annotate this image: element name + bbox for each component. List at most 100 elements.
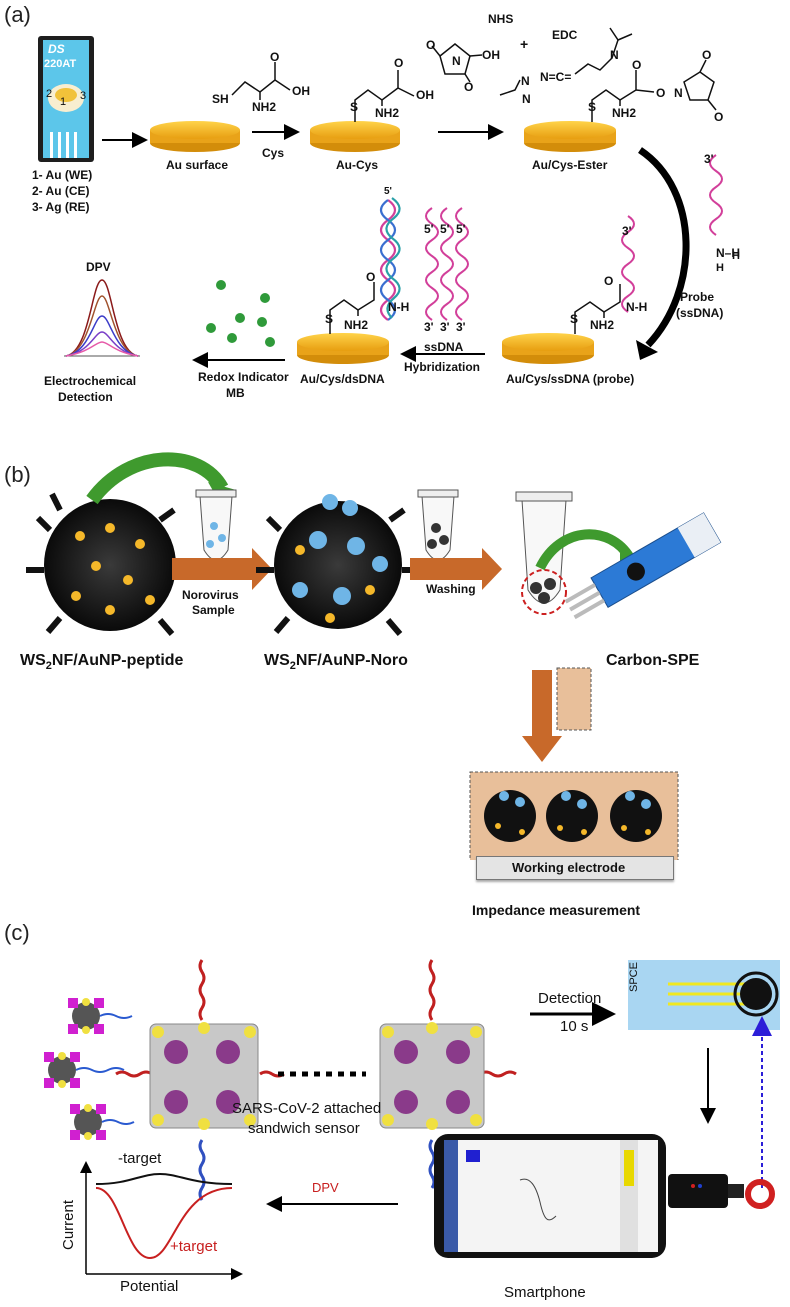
chem-edc-n3: N (610, 48, 619, 62)
ssdna-5prime-1: 5' (424, 222, 434, 236)
ssdna-strand-2 (440, 207, 454, 321)
chem-nh2-probe: NH2 (590, 318, 615, 332)
chem-o-ester-3: O (702, 48, 712, 62)
ws2-peptide-label: WS2NF/AuNP-peptide (20, 652, 184, 673)
antibody-probes (44, 998, 135, 1140)
ssdna-5prime-2: 5' (440, 222, 450, 236)
probe-strand-free (709, 154, 723, 236)
green-arrow-b1 (86, 452, 229, 505)
chem-o-ester-2: O (656, 86, 666, 100)
working-electrode-bar (476, 856, 674, 880)
chip-electrode-2: 2 (46, 88, 53, 100)
edc-label: EDC (552, 28, 578, 42)
chip-electrode-1: 1 (60, 96, 67, 108)
electrode-inset-marker (556, 667, 592, 731)
sample-tube-2 (417, 489, 459, 561)
chem-sh: SH (212, 92, 229, 106)
sensor-label-1: SARS-CoV-2 attached (232, 1100, 382, 1117)
time-label: 10 s (560, 1018, 589, 1035)
detection-label-c: Detection (538, 990, 602, 1007)
nhs-label: NHS (488, 12, 514, 26)
edc-structure (499, 27, 633, 96)
chem-n-ester: N (674, 86, 683, 100)
chem-oh-1: OH (292, 84, 310, 98)
chem-o-ester-4: O (714, 110, 724, 124)
chip-brand: DS (48, 42, 65, 56)
dsdna-5prime: 5' (384, 186, 392, 197)
ssdna-strand-3 (455, 207, 469, 321)
carbon-spe-strip (564, 512, 722, 620)
chem-nhs-o-bottom: O (464, 80, 474, 94)
au-surface-disk (150, 121, 240, 152)
cys-step-label: Cys (262, 146, 285, 160)
curved-probe-arrow (638, 147, 690, 348)
panel-c-label: (c) (4, 920, 30, 945)
chem-o-probe: O (604, 274, 614, 288)
electrode-legend-2: 2- Au (CE) (32, 184, 90, 198)
electrode-legend-1: 1- Au (WE) (32, 168, 93, 182)
spce-working-electrode (740, 978, 772, 1010)
neg-target-label: -target (118, 1150, 162, 1167)
au-cys-dsdna-label: Au/Cys/dsDNA (300, 372, 385, 386)
detection-label: Detection (58, 390, 113, 404)
probe-cys-structure (574, 284, 621, 334)
chem-nh2-2: NH2 (375, 106, 400, 120)
probe-label: Probe (680, 290, 715, 304)
sample-tube-3 (515, 491, 573, 615)
pos-target-label: +target (170, 1238, 218, 1255)
probe-h-2: H (716, 262, 724, 274)
plus-sign: + (520, 36, 529, 52)
smartphone (434, 1134, 775, 1258)
redox-indicator-label: Redox Indicator (198, 370, 289, 384)
au-cys-ssdna-label: Au/Cys/ssDNA (probe) (506, 372, 635, 386)
ssdna-3prime-2: 3' (440, 320, 450, 334)
chem-s-1: S (350, 100, 359, 114)
ssdna-3prime-3: 3' (456, 320, 466, 334)
dpv-plot (64, 279, 140, 357)
sensor-label-2: sandwich sensor (248, 1120, 360, 1137)
redox-mb-label: MB (226, 386, 245, 400)
au-cys-structure (354, 70, 415, 122)
electrochemical-label: Electrochemical (44, 374, 137, 388)
probe-free-3prime: 3' (704, 152, 714, 166)
washing-label: Washing (426, 582, 476, 596)
chem-nh2-ester: NH2 (612, 106, 637, 120)
probe-nh: N–H (716, 246, 741, 260)
chem-s-ester: S (588, 100, 597, 114)
current-axis-label: Current (60, 1199, 77, 1250)
sample-tube-1 (195, 489, 237, 561)
chem-nh-probe: N-H (626, 300, 648, 314)
ssdna-strand-1 (425, 207, 439, 321)
orange-arrow-b2 (410, 558, 482, 580)
connector-ring (745, 1179, 775, 1209)
impedance-label: Impedance measurement (472, 902, 641, 918)
au-cys-ester-disk (524, 121, 616, 152)
ws2-noro-label: WS2NF/AuNP-Noro (264, 652, 408, 673)
orange-arrow-b1 (172, 558, 252, 580)
panel-b-diagram (26, 452, 722, 860)
au-cys-dsdna-disk (297, 333, 389, 364)
au-cys-label: Au-Cys (336, 158, 379, 172)
chem-o-ester-1: O (632, 58, 642, 72)
chem-nh2-dsdna: NH2 (344, 318, 369, 332)
au-surface-label: Au surface (166, 158, 229, 172)
chem-o-dsdna: O (366, 270, 376, 284)
probe-strand-bound (621, 215, 635, 313)
panel-a-label: (a) (4, 2, 31, 27)
probe-h-1: H (732, 250, 740, 262)
chem-nhs-o-top: O (426, 38, 436, 52)
chem-nhs-oh: OH (482, 48, 500, 62)
panel-a-diagram (38, 27, 723, 368)
dpv-label-a: DPV (86, 260, 111, 274)
chem-edc-n2: N (522, 92, 531, 106)
ssdna-3prime-1: 3' (424, 320, 434, 334)
chem-o-1: O (270, 50, 280, 64)
carbon-spe-label: Carbon-SPE (606, 652, 700, 669)
dpv-label-c: DPV (312, 1180, 339, 1195)
ssdna-5prime-3: 5' (456, 222, 466, 236)
sensor-chip (38, 36, 94, 162)
chem-s-dsdna: S (325, 312, 334, 326)
methylene-blue-molecules (206, 280, 275, 347)
nhs-structure (431, 43, 483, 83)
probe-bound-3prime: 3' (622, 224, 632, 238)
